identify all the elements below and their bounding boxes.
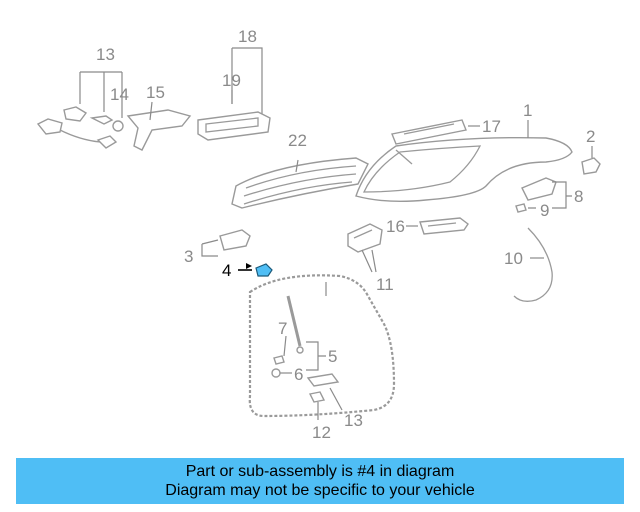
callout-5: 5 <box>328 347 337 366</box>
callout-12: 12 <box>312 423 331 442</box>
callout-8: 8 <box>574 187 583 206</box>
callout-19: 18 <box>238 27 257 46</box>
part-15-grommet <box>112 120 124 132</box>
callout-2: 2 <box>586 127 595 146</box>
part-1-liftgate <box>355 120 573 203</box>
part-weatherstrip-seal <box>248 274 396 418</box>
info-banner: Part or sub-assembly is #4 in diagram Di… <box>16 458 624 504</box>
part-2-hinge <box>581 146 601 175</box>
part-14-connector-b <box>63 106 88 122</box>
part-10-cable <box>513 227 553 302</box>
callout-13: 13 <box>344 411 363 430</box>
part-16-latch-bracket <box>126 109 192 151</box>
part-13-lamp <box>306 373 340 387</box>
callout-17: 17 <box>482 117 501 136</box>
part-group-14-15-16 <box>36 71 192 151</box>
callout-15: 14 <box>110 85 129 104</box>
callout-16: 15 <box>146 83 165 102</box>
callout-6: 6 <box>294 365 303 384</box>
part-14-connector-a <box>36 118 63 135</box>
part-group-5-6-7 <box>271 295 326 378</box>
part-18-actuator <box>406 217 469 235</box>
callout-22: 22 <box>288 131 307 150</box>
exploded-parts-diagram: 13 14 15 18 19 22 17 1 2 8 9 16 10 11 3 … <box>36 27 601 442</box>
part-22-rear-glass <box>231 157 369 209</box>
part-7-clip <box>273 355 285 365</box>
part-14-connector-c <box>96 135 118 149</box>
callout-11: 11 <box>376 275 394 294</box>
part-14-clip <box>89 115 114 125</box>
part-3-striker <box>201 229 251 257</box>
callout-1: 1 <box>523 101 532 120</box>
part-17-garnish <box>391 119 480 145</box>
callout-18: 16 <box>386 217 405 236</box>
part-20-lamp-housing <box>197 111 271 141</box>
callout-7: 7 <box>278 319 287 338</box>
callout-10: 10 <box>504 249 523 268</box>
callout-4[interactable]: 4 <box>222 261 231 280</box>
banner-line-part: Part or sub-assembly is #4 in diagram <box>185 463 455 480</box>
callout-3: 3 <box>184 247 193 266</box>
part-group-19-20 <box>197 47 271 141</box>
part-12-socket <box>308 391 326 403</box>
part-group-8-9 <box>515 177 572 213</box>
banner-line-disclaimer: Diagram may not be specific to your vehi… <box>165 482 475 499</box>
part-11-lock-motor <box>347 223 383 273</box>
part-4-highlighted[interactable] <box>238 263 273 277</box>
callout-14: 13 <box>96 45 115 64</box>
callout-9: 9 <box>540 201 549 220</box>
callout-20: 19 <box>222 71 241 90</box>
part-6-ring <box>271 368 281 378</box>
part-group-12-13 <box>306 373 343 420</box>
